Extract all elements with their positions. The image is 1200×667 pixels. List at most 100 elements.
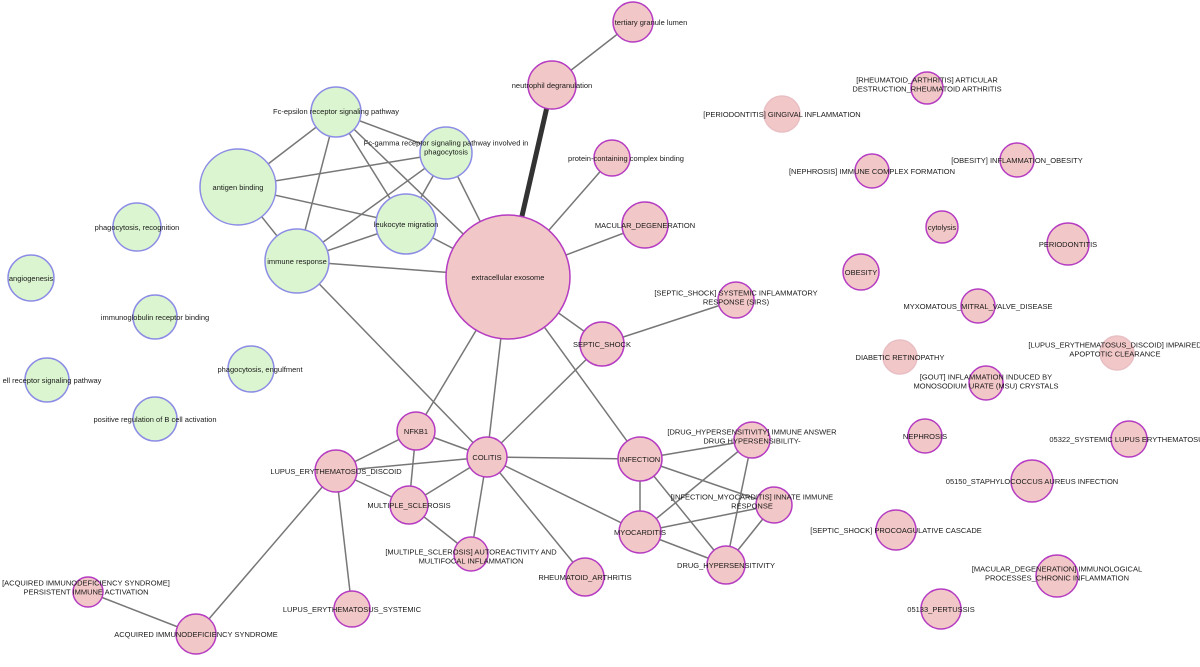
node-circle[interactable] bbox=[310, 86, 362, 138]
node-circle[interactable] bbox=[593, 139, 631, 177]
node-neutrophil-degranulation[interactable]: neutrophil degranulation bbox=[512, 60, 592, 110]
node-circle[interactable] bbox=[618, 510, 662, 554]
node-diabetic-retinopathy[interactable]: DIABETIC RETINOPATHY bbox=[856, 339, 945, 375]
node-circle[interactable] bbox=[875, 509, 917, 551]
node-circle[interactable] bbox=[960, 288, 996, 324]
node-b-cell-receptor[interactable]: ell receptor signaling pathway bbox=[3, 357, 102, 403]
node-circle[interactable] bbox=[1010, 459, 1054, 503]
node-ms-autoreactivity[interactable]: [MULTIPLE_SCLEROSIS] AUTOREACTIVITY ANDM… bbox=[385, 536, 557, 572]
node-nephrosis[interactable]: NEPHROSIS bbox=[903, 418, 947, 454]
node-circle[interactable] bbox=[854, 153, 890, 189]
node-aids-persistent[interactable]: [ACQUIRED IMMUNODEFICIENCY SYNDROME]PERS… bbox=[2, 576, 170, 608]
node-circle[interactable] bbox=[706, 545, 746, 585]
node-sle-05322[interactable]: 05322_SYSTEMIC LUPUS ERYTHEMATOSUS bbox=[1049, 420, 1200, 458]
node-circle[interactable] bbox=[527, 60, 577, 110]
node-circle[interactable] bbox=[466, 436, 508, 478]
node-lupus-systemic[interactable]: LUPUS_ERYTHEMATOSUS_SYSTEMIC bbox=[283, 590, 422, 628]
node-staph-05150[interactable]: 05150_STAPHYLOCOCCUS AUREUS INFECTION bbox=[946, 459, 1118, 503]
node-circle[interactable] bbox=[264, 228, 330, 294]
node-circle[interactable] bbox=[621, 201, 669, 249]
node-circle[interactable] bbox=[733, 421, 771, 459]
node-immune-response[interactable]: immune response bbox=[264, 228, 330, 294]
node-lupus-discoid[interactable]: LUPUS_ERYTHEMATOSUS_DISCOID bbox=[270, 449, 402, 493]
node-circle[interactable] bbox=[1110, 420, 1148, 458]
node-macular-chronic[interactable]: [MACULAR_DEGENERATION] IMMUNOLOGICALPROC… bbox=[972, 554, 1142, 598]
node-circle[interactable] bbox=[199, 148, 277, 226]
node-circle[interactable] bbox=[72, 576, 104, 608]
edge-colitis-lupus_discoid bbox=[335, 456, 488, 472]
node-phagocytosis-engulfment[interactable]: phagocytosis, engulfment bbox=[217, 345, 303, 393]
node-circle[interactable] bbox=[375, 193, 437, 255]
node-fc-epsilon[interactable]: Fc-epsilon receptor signaling pathway bbox=[273, 86, 399, 138]
node-obesity[interactable]: OBESITY bbox=[842, 253, 880, 291]
node-circle[interactable] bbox=[227, 345, 275, 393]
node-pos-reg-b-cell[interactable]: positive regulation of B cell activation bbox=[94, 396, 217, 442]
node-circle[interactable] bbox=[968, 365, 1004, 401]
node-circle[interactable] bbox=[907, 418, 943, 454]
node-circle[interactable] bbox=[445, 214, 571, 340]
node-circle[interactable] bbox=[389, 485, 429, 525]
node-septic-procoag[interactable]: [SEPTIC_SHOCK] PROCOAGULATIVE CASCADE bbox=[810, 509, 982, 551]
node-circle[interactable] bbox=[132, 396, 178, 442]
node-rheumatoid-arthritis[interactable]: RHEUMATOID_ARTHRITIS bbox=[538, 557, 632, 597]
node-circle[interactable] bbox=[717, 281, 755, 319]
node-circle[interactable] bbox=[419, 126, 473, 180]
node-cytolysis[interactable]: cytolysis bbox=[925, 210, 959, 244]
node-drug-hypersens-immune[interactable]: [DRUG_HYPERSENSITIVITY] IMMUNE ANSWERDRU… bbox=[667, 421, 837, 459]
node-circle[interactable] bbox=[925, 210, 959, 244]
node-multiple-sclerosis[interactable]: MULTIPLE_SCLEROSIS bbox=[367, 485, 451, 525]
node-circle[interactable] bbox=[112, 202, 162, 252]
node-circle[interactable] bbox=[396, 411, 436, 451]
node-circle[interactable] bbox=[763, 95, 801, 133]
node-circle[interactable] bbox=[565, 557, 605, 597]
node-circle[interactable] bbox=[453, 536, 489, 572]
node-nfkb1[interactable]: NFKB1 bbox=[396, 411, 436, 451]
node-circle[interactable] bbox=[617, 436, 663, 482]
node-myocarditis-innate[interactable]: [INFECTION_MYOCARDITIS] INNATE IMMUNERES… bbox=[671, 486, 833, 524]
node-circle[interactable] bbox=[175, 613, 217, 655]
node-circle[interactable] bbox=[7, 254, 55, 302]
node-circle[interactable] bbox=[910, 71, 944, 105]
node-ra-articular[interactable]: [RHEUMATOID_ARTHRITIS] ARTICULARDESTRUCT… bbox=[852, 71, 1002, 105]
node-nephrosis-immune-complex[interactable]: [NEPHROSIS] IMMUNE COMPLEX FORMATION bbox=[789, 153, 955, 189]
node-leukocyte-migration[interactable]: leukocyte migration bbox=[374, 193, 439, 255]
node-obesity-inflammation[interactable]: [OBESITY] INFLAMMATION_OBESITY bbox=[951, 142, 1083, 178]
node-phagocytosis-recognition[interactable]: phagocytosis, recognition bbox=[95, 202, 180, 252]
node-circle[interactable] bbox=[24, 357, 70, 403]
node-immunoglobulin-receptor-binding[interactable]: immunoglobulin receptor binding bbox=[101, 294, 209, 340]
node-fc-gamma[interactable]: Fc-gamma receptor signaling pathway invo… bbox=[364, 126, 529, 180]
node-gout-msu[interactable]: [GOUT] INFLAMMATION INDUCED BYMONOSODIUM… bbox=[913, 365, 1059, 401]
node-circle[interactable] bbox=[882, 339, 918, 375]
node-drug-hypersensitivity[interactable]: DRUG_HYPERSENSITIVITY bbox=[677, 545, 775, 585]
node-circle[interactable] bbox=[755, 486, 793, 524]
node-septic-shock-sirs[interactable]: [SEPTIC_SHOCK] SYSTEMIC INFLAMMATORYRESP… bbox=[654, 281, 818, 319]
node-circle[interactable] bbox=[314, 449, 358, 493]
node-periodontitis[interactable]: PERIODONTITIS bbox=[1039, 222, 1097, 266]
node-myocarditis[interactable]: MYOCARDITIS bbox=[614, 510, 666, 554]
node-aids[interactable]: ACQUIRED IMMUNODEFICIENCY SYNDROME bbox=[114, 613, 278, 655]
node-circle[interactable] bbox=[612, 1, 654, 43]
node-circle[interactable] bbox=[842, 253, 880, 291]
node-circle[interactable] bbox=[999, 142, 1035, 178]
node-periodontitis-gingival[interactable]: [PERIODONTITIS] GINGIVAL INFLAMMATION bbox=[703, 95, 861, 133]
node-extracellular-exosome[interactable]: extracellular exosome bbox=[445, 214, 571, 340]
node-macular-degeneration[interactable]: MACULAR_DEGENERATION bbox=[595, 201, 695, 249]
node-circle[interactable] bbox=[1099, 335, 1135, 371]
node-colitis[interactable]: COLITIS bbox=[466, 436, 508, 478]
node-circle[interactable] bbox=[132, 294, 178, 340]
node-infection[interactable]: INFECTION bbox=[617, 436, 663, 482]
node-circle[interactable] bbox=[1046, 222, 1090, 266]
node-protein-complex-binding[interactable]: protein-containing complex binding bbox=[568, 139, 684, 177]
node-angiogenesis[interactable]: angiogenesis bbox=[7, 254, 55, 302]
node-circle[interactable] bbox=[333, 590, 371, 628]
node-label: LUPUS_ERYTHEMATOSUS_DISCOID bbox=[270, 467, 402, 476]
node-circle[interactable] bbox=[920, 588, 962, 630]
node-circle[interactable] bbox=[1035, 554, 1079, 598]
node-septic-shock[interactable]: SEPTIC_SHOCK bbox=[573, 321, 631, 367]
node-antigen-binding[interactable]: antigen binding bbox=[199, 148, 277, 226]
node-tertiary-granule[interactable]: tertiary granule lumen bbox=[612, 1, 687, 43]
node-pertussis-05133[interactable]: 05133_PERTUSSIS bbox=[907, 588, 975, 630]
node-lupus-apoptotic[interactable]: [LUPUS_ERYTHEMATOSUS_DISCOID] IMPAIREDAP… bbox=[1028, 335, 1200, 371]
node-myxomatous[interactable]: MYXOMATOUS_MITRAL_VALVE_DISEASE bbox=[903, 288, 1053, 324]
node-circle[interactable] bbox=[579, 321, 625, 367]
